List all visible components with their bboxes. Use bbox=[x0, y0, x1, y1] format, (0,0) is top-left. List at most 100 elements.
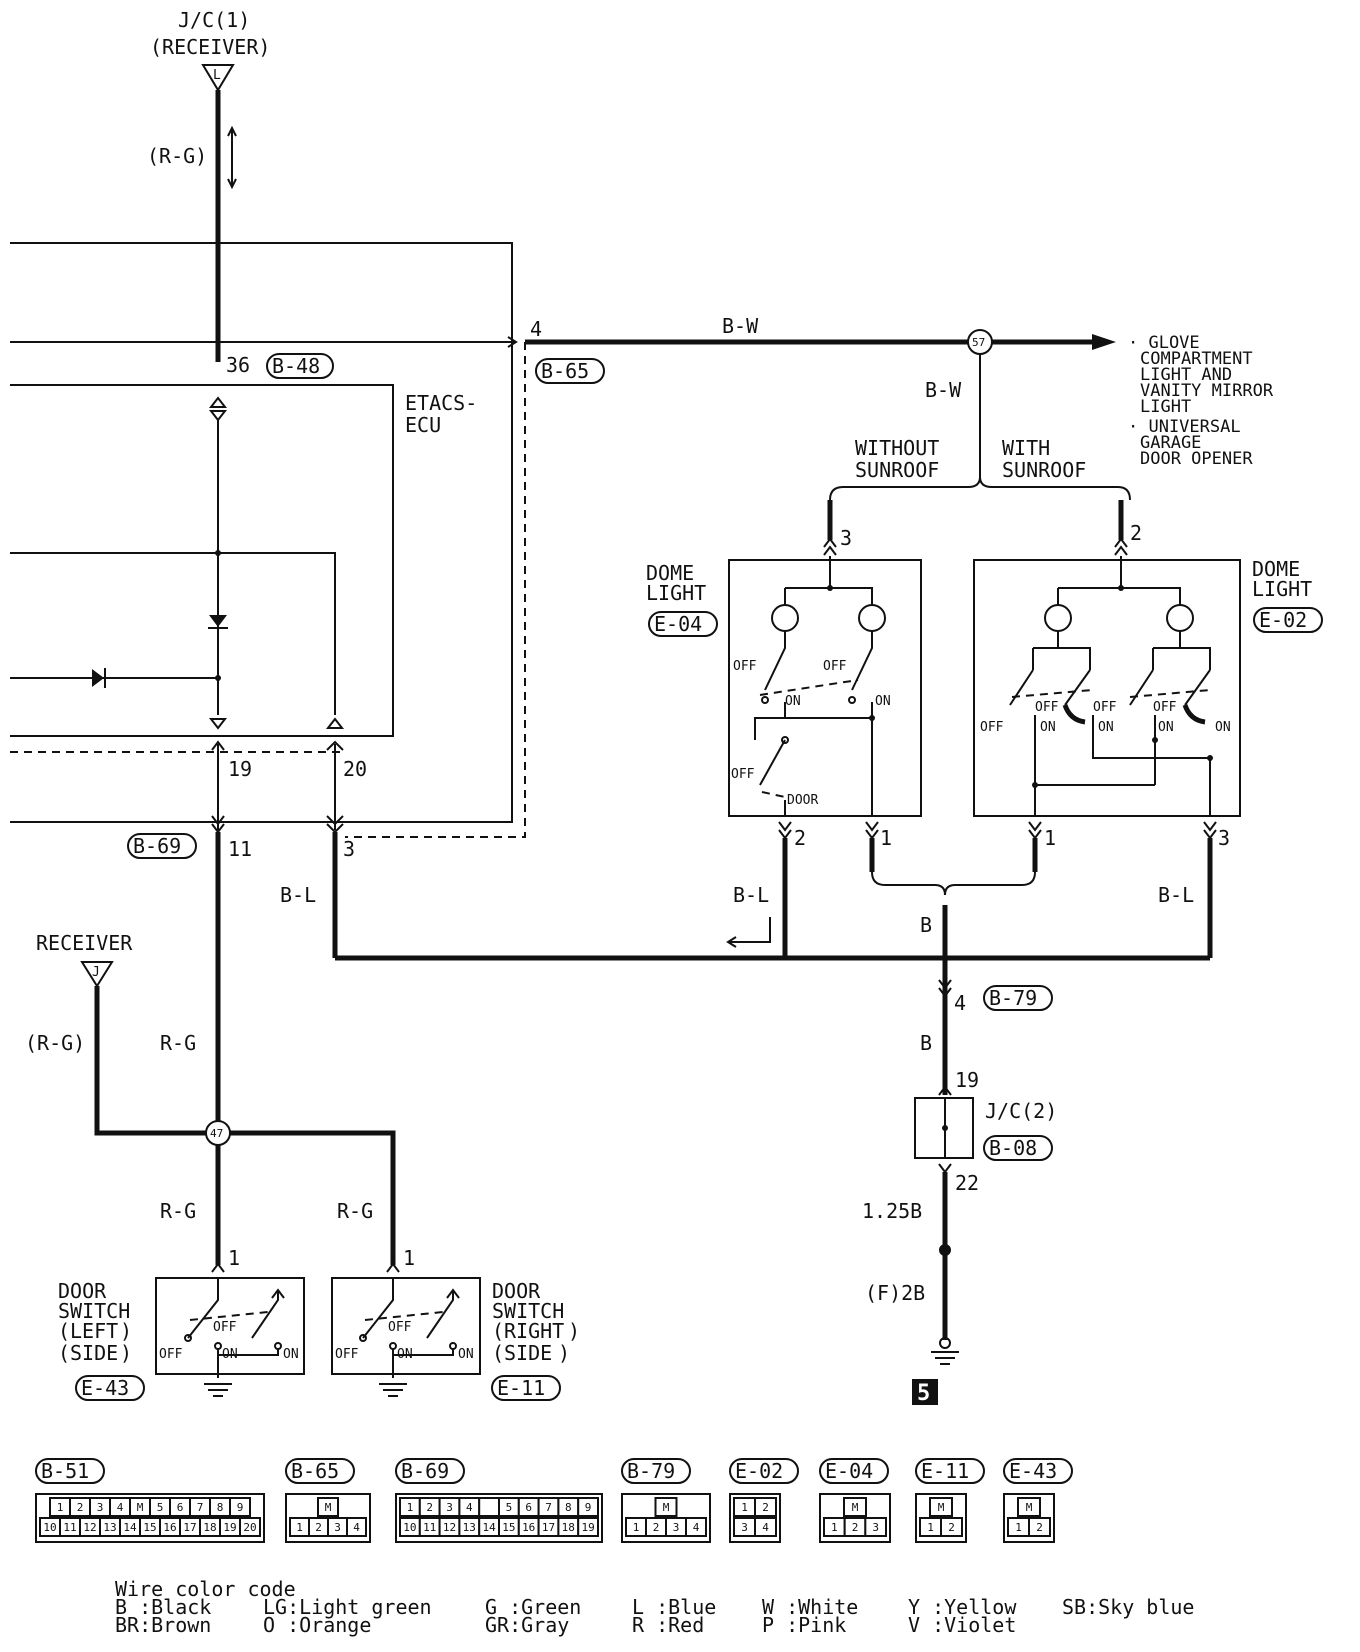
wire-bl-left-label: B-L bbox=[280, 883, 316, 907]
door-left-arrow-up bbox=[271, 1288, 285, 1299]
dome-right-pin-3: 3 bbox=[1218, 826, 1230, 850]
door-right-off2: OFF bbox=[388, 1320, 412, 1335]
door-left-contact-on bbox=[214, 1342, 222, 1350]
note-glove-5: LIGHT bbox=[1140, 397, 1191, 417]
door-right-name-4-paren: ( bbox=[492, 1341, 504, 1365]
connector-id-outline bbox=[819, 1458, 889, 1484]
dome-left-internals bbox=[754, 556, 886, 816]
ecu-pin20-arrow bbox=[325, 717, 345, 729]
jc1-receiver-label: (RECEIVER) bbox=[150, 35, 270, 59]
connector-pin-number: 8 bbox=[217, 1501, 224, 1514]
connector-pin-number: M bbox=[137, 1501, 144, 1514]
dome-right-bulb-2 bbox=[1166, 604, 1194, 632]
dome-right-bottom-arrows bbox=[1028, 821, 1217, 840]
conn-b48: B-48 bbox=[272, 354, 320, 378]
connector-body bbox=[35, 1493, 265, 1543]
conn-b65-outline bbox=[535, 358, 605, 384]
ground-number: 5 bbox=[917, 1381, 930, 1406]
dome-left-door: DOOR bbox=[787, 793, 818, 808]
splice-47-label: 47 bbox=[210, 1127, 223, 1140]
jc2-arrow-in bbox=[938, 1085, 952, 1096]
pin1-brace bbox=[871, 871, 1036, 896]
sunroof-brace bbox=[829, 476, 1131, 501]
door-right-link bbox=[364, 1311, 444, 1321]
dome-right-split-2 bbox=[1152, 631, 1211, 670]
connector-pin-cell bbox=[478, 1497, 501, 1517]
glove-notes: · GLOVE COMPARTMENT LIGHT AND VANITY MIR… bbox=[1128, 333, 1274, 469]
connector-pin-number: 11 bbox=[63, 1521, 76, 1534]
dome-left-pin-top: 3 bbox=[840, 526, 852, 550]
with-sunroof-1: WITH bbox=[1002, 436, 1050, 460]
ground-pin-19: 19 bbox=[955, 1068, 979, 1092]
dome-right-pin3-bus bbox=[1092, 715, 1211, 816]
door-left-name-3-close: ) bbox=[120, 1319, 132, 1343]
wire-bw-vertical-label: B-W bbox=[925, 378, 962, 402]
wire-rg-right-door bbox=[230, 1130, 396, 1265]
dome-right-pin2-arrows bbox=[1114, 537, 1128, 556]
conn-e02: E-02 bbox=[1259, 608, 1307, 632]
door-left-name-1: DOOR bbox=[58, 1279, 107, 1303]
door-right-box bbox=[331, 1277, 481, 1375]
wire-gauge-junction bbox=[939, 1244, 951, 1256]
conn-e11-outline bbox=[491, 1375, 561, 1401]
dome-right-switch-arms bbox=[1009, 669, 1211, 706]
legend-entry: Y :Yellow bbox=[908, 1595, 1017, 1619]
dome-right-node-3 bbox=[1207, 755, 1213, 761]
conn-b48-outline bbox=[266, 353, 334, 379]
connector-pin-number: 5 bbox=[157, 1501, 164, 1514]
connector-pin-number: 3 bbox=[446, 1501, 453, 1514]
legend-entry: G :Green bbox=[485, 1595, 581, 1619]
connector-pin-number: 3 bbox=[872, 1521, 879, 1534]
connector-pin-number: M bbox=[1026, 1501, 1033, 1514]
dome-left-bulb-2 bbox=[858, 604, 886, 632]
dome-right-pin-top: 2 bbox=[1130, 521, 1142, 545]
dome-left-off3: OFF bbox=[731, 767, 755, 782]
connector-body bbox=[285, 1493, 371, 1543]
connector-pin-number: 2 bbox=[948, 1521, 955, 1534]
connector-pin-cell bbox=[1017, 1497, 1041, 1517]
dome-left-pin-2: 2 bbox=[794, 826, 806, 850]
legend-entry: V :Violet bbox=[908, 1613, 1016, 1637]
dome-left-on-bus bbox=[754, 702, 873, 740]
connector-pin-number: 2 bbox=[1036, 1521, 1043, 1534]
b65-dashed-route bbox=[345, 342, 526, 838]
door-left-contact-on2 bbox=[274, 1342, 282, 1350]
note-garage-2: GARAGE bbox=[1140, 433, 1201, 453]
wire-bw-top: B-W bbox=[722, 314, 759, 338]
door-right-name-2: SWITCH bbox=[492, 1299, 564, 1323]
conn-e02-outline bbox=[1253, 607, 1323, 633]
door-left-box bbox=[155, 1277, 305, 1375]
pin-20: 20 bbox=[343, 757, 367, 781]
bl-route-arrow bbox=[726, 917, 771, 948]
connector-pin-number: 12 bbox=[443, 1521, 456, 1534]
connector-pin-number: 1 bbox=[633, 1521, 640, 1534]
connector-pin-number: 1 bbox=[407, 1501, 414, 1514]
door-right-name-3-close: ) bbox=[568, 1319, 580, 1343]
connector-pin-cell bbox=[654, 1497, 678, 1517]
b79-arrows bbox=[938, 979, 952, 998]
legend-title: Wire color code bbox=[115, 1577, 296, 1601]
conn-b08: B-08 bbox=[989, 1136, 1037, 1160]
conn-b79: B-79 bbox=[989, 986, 1037, 1010]
dome-right-bulb-1 bbox=[1044, 604, 1072, 632]
dome-right-switch-links bbox=[1011, 689, 1211, 698]
door-left-off1: OFF bbox=[159, 1347, 183, 1362]
legend-entry: P :Pink bbox=[762, 1613, 846, 1637]
connector-pin-number: 14 bbox=[482, 1521, 496, 1534]
ground-pin-4: 4 bbox=[954, 991, 966, 1015]
connector-pin-number: 14 bbox=[123, 1521, 137, 1534]
connector-pin-number: 2 bbox=[762, 1501, 769, 1514]
note-glove-2: COMPARTMENT bbox=[1140, 349, 1253, 369]
note-garage-3: DOOR OPENER bbox=[1140, 449, 1253, 469]
legend-entry: BR:Brown bbox=[115, 1613, 211, 1637]
body-frame-outer bbox=[10, 242, 513, 823]
door-right-contact-on bbox=[389, 1342, 397, 1350]
connector-pin-number: M bbox=[852, 1501, 859, 1514]
connector-pin-cell bbox=[843, 1497, 867, 1517]
legend-entry: B :Black bbox=[115, 1595, 211, 1619]
jc2-label: J/C(2) bbox=[985, 1099, 1057, 1123]
connector-pin-number: 7 bbox=[545, 1501, 552, 1514]
ground-eyelet bbox=[939, 1337, 951, 1349]
